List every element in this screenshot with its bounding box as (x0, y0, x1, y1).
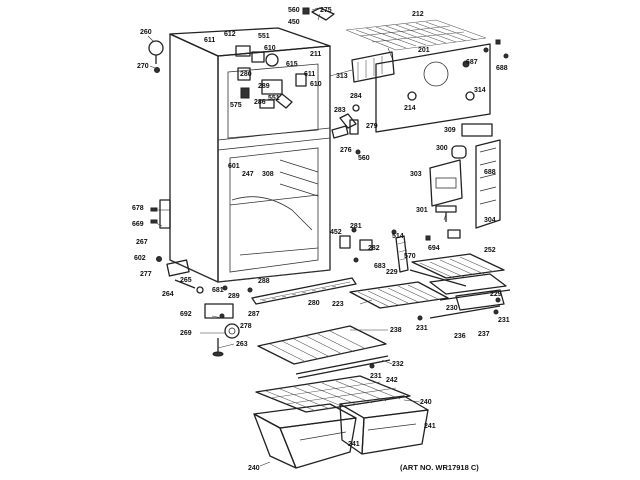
part-label-229-b: 229 (490, 291, 502, 298)
crisper-shelf (257, 325, 391, 379)
control-assembly (235, 45, 307, 109)
part-label-612: 612 (224, 31, 236, 38)
part-label-211: 211 (310, 51, 321, 58)
part-label-289-b: 289 (228, 293, 240, 300)
trim-strip (251, 277, 357, 305)
part-label-610-b: 610 (310, 81, 322, 88)
part-label-575: 575 (230, 102, 242, 109)
part-label-270: 270 (137, 63, 149, 70)
part-label-688: 688 (496, 65, 508, 72)
part-label-314: 314 (474, 87, 486, 94)
part-label-303: 303 (410, 171, 422, 178)
part-label-230: 230 (446, 305, 458, 312)
part-label-309: 309 (444, 127, 456, 134)
part-label-264: 264 (162, 291, 174, 298)
part-label-601: 601 (228, 163, 240, 170)
part-label-287: 287 (248, 311, 260, 318)
part-label-313: 313 (336, 73, 348, 80)
left-side-parts (148, 40, 253, 357)
part-label-551: 551 (258, 33, 270, 40)
part-label-265: 265 (180, 277, 192, 284)
art-number: (ART NO. WR17918 C) (400, 463, 479, 472)
part-label-241: 241 (424, 423, 436, 430)
part-label-308: 308 (262, 171, 274, 178)
part-label-284: 284 (350, 93, 362, 100)
part-label-276: 276 (340, 147, 352, 154)
cabinet-shell (169, 27, 331, 283)
crisper-cover (255, 375, 411, 413)
right-column-parts (429, 123, 501, 239)
part-label-692: 692 (180, 311, 192, 318)
part-label-560: 560 (288, 7, 300, 14)
part-label-683: 683 (374, 263, 386, 270)
part-label-275: 275 (320, 7, 332, 14)
part-label-286: 286 (254, 99, 266, 106)
part-label-669: 669 (132, 221, 144, 228)
part-label-236: 236 (454, 333, 466, 340)
part-label-252: 252 (484, 247, 496, 254)
part-label-615: 615 (286, 61, 298, 68)
center-small-parts (331, 104, 361, 155)
part-label-610: 610 (264, 45, 276, 52)
part-label-602: 602 (134, 255, 146, 262)
part-label-452: 452 (330, 229, 342, 236)
part-label-688-b: 688 (484, 169, 496, 176)
part-label-279: 279 (366, 123, 378, 130)
part-label-269: 269 (180, 330, 192, 337)
part-label-289: 289 (258, 83, 270, 90)
part-label-281: 281 (350, 223, 362, 230)
mid-clips (339, 227, 431, 273)
part-label-687: 687 (466, 59, 478, 66)
part-label-231-b: 231 (498, 317, 510, 324)
part-label-201: 201 (418, 47, 430, 54)
part-label-288: 288 (258, 278, 270, 285)
part-label-240: 240 (420, 399, 432, 406)
top-right-parts (302, 7, 509, 133)
part-label-678: 678 (132, 205, 144, 212)
part-label-611-b: 611 (304, 71, 315, 78)
part-label-232: 232 (392, 361, 404, 368)
part-label-214: 214 (404, 105, 416, 112)
part-label-242: 242 (386, 377, 398, 384)
part-label-551-b: 551 (268, 95, 280, 102)
part-label-681: 681 (212, 287, 224, 294)
part-label-560-b: 560 (358, 155, 370, 162)
part-label-238: 238 (390, 327, 402, 334)
part-label-278: 278 (240, 323, 252, 330)
part-labels: 260 270 611 612 551 610 211 615 611 280 … (132, 7, 510, 472)
part-label-241-b: 241 (348, 441, 360, 448)
part-label-300: 300 (436, 145, 448, 152)
part-label-231-c: 231 (370, 373, 382, 380)
part-label-514: 514 (392, 233, 404, 240)
part-label-212: 212 (412, 11, 424, 18)
part-label-280-b: 280 (308, 300, 320, 307)
part-label-237: 237 (478, 331, 490, 338)
part-label-301: 301 (416, 207, 428, 214)
part-label-247: 247 (242, 171, 254, 178)
part-label-263: 263 (236, 341, 248, 348)
part-label-282: 282 (368, 245, 380, 252)
part-label-229: 229 (386, 269, 398, 276)
part-label-304: 304 (484, 217, 496, 224)
crisper-drawers (253, 395, 429, 469)
part-label-611: 611 (204, 37, 215, 44)
part-label-280: 280 (240, 71, 252, 78)
part-label-260: 260 (140, 29, 152, 36)
part-label-231: 231 (416, 325, 428, 332)
part-label-450: 450 (288, 19, 300, 26)
part-label-223: 223 (332, 301, 344, 308)
part-label-283: 283 (334, 107, 346, 114)
part-label-277: 277 (140, 271, 152, 278)
part-label-267: 267 (136, 239, 148, 246)
part-label-240-b: 240 (248, 465, 260, 472)
part-label-694: 694 (428, 245, 440, 252)
leader-lines (147, 7, 447, 467)
fresh-food-shelves (349, 253, 511, 321)
part-label-570: 570 (404, 253, 416, 260)
